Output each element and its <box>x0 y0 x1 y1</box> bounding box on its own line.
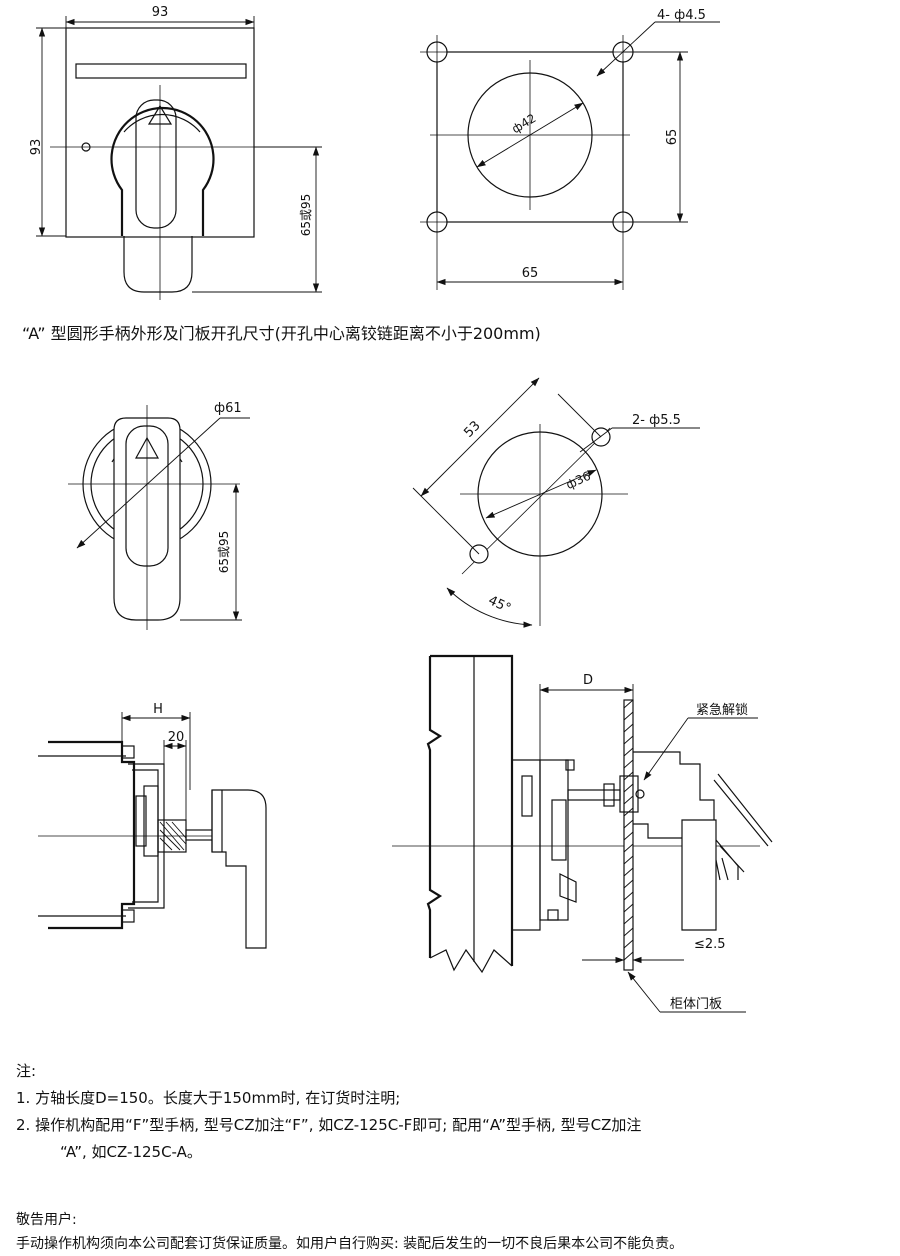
door-handle-base <box>633 751 715 839</box>
label-slot <box>75 63 247 79</box>
notes-title: 注: <box>16 1062 37 1080</box>
warning-title: 敬告用户: <box>16 1212 77 1228</box>
figure-door-cutout-round: ф36 53 2- ф5.5 45° <box>412 377 700 628</box>
dim-d: D <box>583 673 593 688</box>
warning-section: 敬告用户: 手动操作机构须向本公司配套订货保证质量。如用户自行购买: 装配后发生… <box>16 1208 683 1256</box>
dim-h: H <box>153 702 163 717</box>
dim-horizontal-65: 65 <box>522 266 539 281</box>
dim-vertical-65: 65 <box>665 129 680 146</box>
dim-20: 20 <box>168 730 185 745</box>
handle-lever-inner <box>135 99 177 229</box>
warning-body: 手动操作机构须向本公司配套订货保证质量。如用户自行购买: 装配后发生的一切不良后… <box>16 1236 684 1252</box>
cabinet-door-panel <box>623 699 634 971</box>
figure-cabinet-assembly: D 紧急解锁 ≤2.5 柜体门板 <box>392 654 773 1013</box>
note-item-1: 1. 方轴长度D=150。长度大于150mm时, 在订货时注明; <box>16 1089 401 1107</box>
mechanism-block <box>539 759 569 921</box>
door-handle-grip <box>681 819 717 931</box>
figure-handle-front: 93 93 65或95 <box>29 5 322 300</box>
dim-circle-61: ф61 <box>214 401 242 416</box>
notes-section: 注: 1. 方轴长度D=150。长度大于150mm时, 在订货时注明; 2. 操… <box>16 1058 641 1166</box>
cabinet-door-label: 柜体门板 <box>670 997 722 1012</box>
mechanism-housing <box>128 763 165 909</box>
handle-grip <box>123 236 193 293</box>
dim-hole-2x5-5: 2- ф5.5 <box>632 413 681 428</box>
gap-label: ≤2.5 <box>694 937 726 952</box>
dim-angle-45: 45° <box>486 593 513 616</box>
square-shaft <box>567 789 621 801</box>
figure-door-cutout-square: ф42 4- ф4.5 65 65 <box>420 8 720 290</box>
dim-round-handle-length: 65或95 <box>217 531 231 574</box>
dim-circle-36: ф36 <box>564 469 593 492</box>
figure-round-handle: ф61 65或95 <box>68 401 250 630</box>
emergency-unlock-label: 紧急解锁 <box>696 702 748 718</box>
dim-hole-4x4-5: 4- ф4.5 <box>657 8 706 23</box>
dim-height-93: 93 <box>29 139 44 156</box>
breaker-body <box>48 740 136 930</box>
figure-side-view: H 20 <box>38 702 267 949</box>
dim-diagonal-53: 53 <box>461 418 483 440</box>
side-handle <box>211 789 267 949</box>
handle-dial-outline <box>110 106 215 236</box>
breaker-outline <box>430 654 514 966</box>
note-item-2-continued: “A”, 如CZ-125C-A。 <box>60 1143 202 1161</box>
figure-caption: “A” 型圆形手柄外形及门板开孔尺寸(开孔中心离铰链距离不小于200mm) <box>22 324 541 343</box>
dim-width-93: 93 <box>152 5 169 20</box>
note-item-2: 2. 操作机构配用“F”型手柄, 型号CZ加注“F”, 如CZ-125C-F即可… <box>16 1116 642 1134</box>
dim-handle-length: 65或95 <box>299 194 313 237</box>
